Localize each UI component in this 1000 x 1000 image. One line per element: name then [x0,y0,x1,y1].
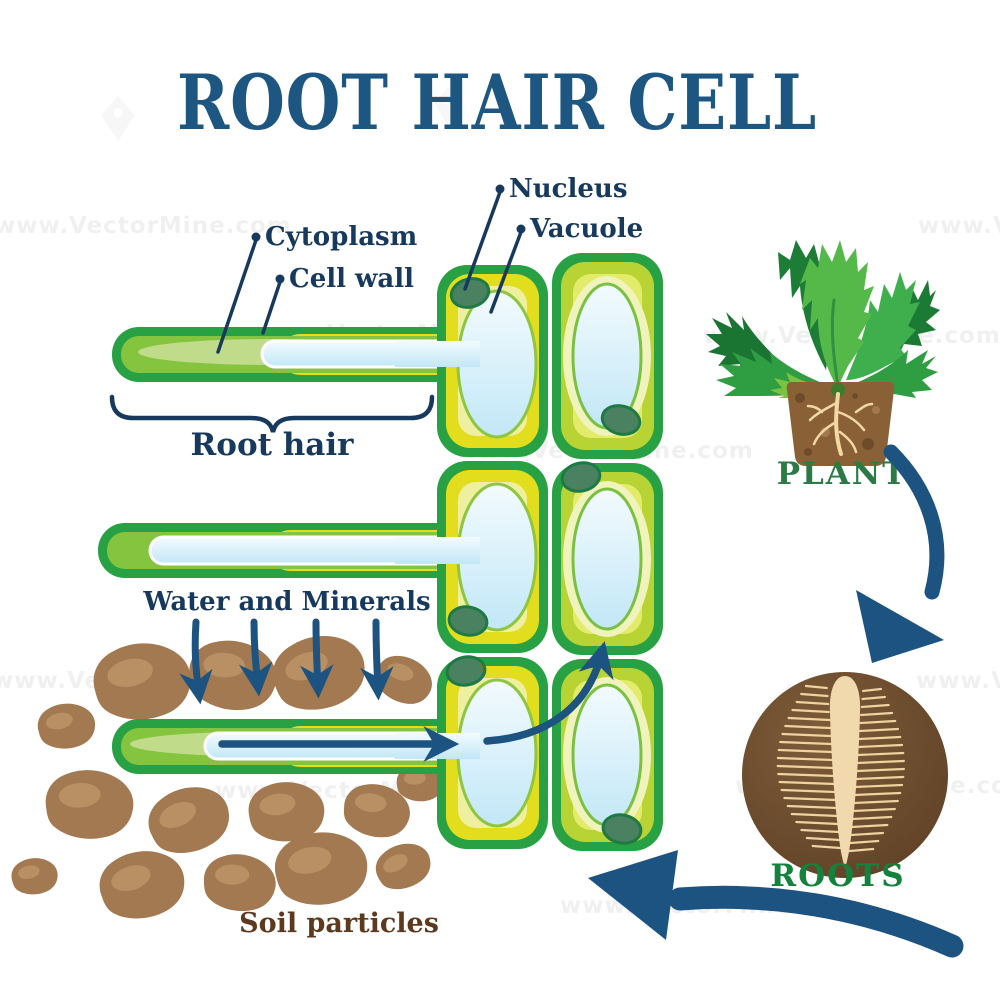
soil-particle [96,847,188,922]
root-hair-cell-left-2 [395,461,548,653]
soil-particle [93,643,191,720]
water-arrow-2 [238,618,273,697]
vacuole-shape [571,282,643,430]
vectormine-diamond-icon [101,95,135,142]
plant-pot-spots-light [820,406,880,437]
plant-cell-right-3 [552,659,663,851]
cell-wall-leader-line [261,280,282,335]
plant-stem-base [831,383,845,397]
water-arrow-1 [179,618,213,705]
soil-particle [41,764,138,845]
nucleus-shape [601,813,643,845]
water-mineral-arrows [179,618,394,705]
nucleus-shape [447,605,489,637]
plant-cell-right-1 [552,253,663,459]
label-root-hair: Root hair [191,427,355,463]
cell-wall-leader-dot [275,274,285,284]
nucleus-shape [449,277,491,309]
vacuole-leader-dot [516,224,526,234]
flow-arrows [218,641,614,763]
nucleus-shape [560,461,602,493]
arrow-roots-to-cells-head [588,850,678,940]
nucleus-shape [600,404,642,436]
flow-arrow-curved-up [483,641,614,745]
arrow-roots-to-cells-tail [668,885,964,958]
plant-leaf-midrib [830,298,840,388]
page-title: ROOT HAIR CELL [177,58,817,147]
label-nucleus: Nucleus [509,174,627,204]
nucleus-leader-line [463,190,502,291]
vacuole-shape [571,683,643,827]
cytoplasm-leader-line [216,238,258,354]
root-hair-cell-left-3 [395,655,548,849]
watermark-text: www.VectorMine.com [0,213,292,239]
roots-closeup: ROOTS [742,672,948,894]
cycle-arrows [588,444,964,958]
nucleus-leader-dot [495,184,505,194]
soil-particle [37,703,96,749]
callout-labels: Cytoplasm Cell wall Nucleus Vacuole Root… [109,174,643,939]
plant-pot-spots [795,393,874,456]
water-arrow-3 [300,618,334,699]
label-vacuole: Vacuole [529,214,643,244]
vacuole-channel [395,341,480,367]
watermark-text: www.VectorMine.com [916,668,1000,694]
vacuole-leader-line [489,230,523,314]
arrow-plant-to-roots-head [856,590,944,663]
label-plant: PLANT [777,456,908,492]
arrow-plant-to-roots-tail [883,444,945,600]
soil-particle [274,832,368,905]
cytoplasm-leader-dot [251,232,261,242]
vacuole-channel [395,537,480,564]
water-arrow-4 [360,618,394,701]
root-taproot [829,676,861,868]
label-soil-particles: Soil particles [239,908,439,939]
label-roots: ROOTS [770,858,905,894]
root-hairs [776,684,905,853]
watermark-text: www.VectorMine.com [918,213,1000,239]
nucleus-shape [445,655,487,687]
plant-illustration: PLANT [706,240,940,492]
plant-leaf [846,272,920,380]
vacuole-shape [571,487,643,631]
soil-particle [11,858,58,895]
root-hair-brace [109,394,435,433]
soil-particle [370,838,436,895]
cell-grid [98,253,663,851]
label-cell-wall: Cell wall [289,264,414,294]
label-water-minerals: Water and Minerals [142,587,430,617]
plant-leaf [800,240,874,389]
plant-roots-sketch [806,392,874,456]
root-hair-cell-left-1 [395,265,548,457]
label-cytoplasm: Cytoplasm [265,222,417,252]
plant-cell-right-2 [552,461,663,655]
